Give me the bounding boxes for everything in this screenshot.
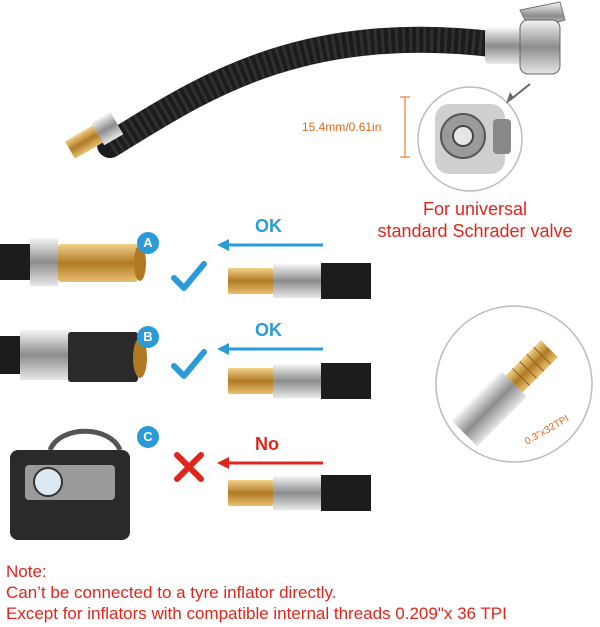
cross-icon — [174, 452, 204, 482]
hose-end-c — [228, 475, 371, 511]
check-icon — [171, 261, 207, 291]
adapter-a-image — [0, 238, 146, 286]
arrow-a — [217, 239, 323, 251]
badge-b: B — [137, 326, 159, 348]
label-b: OK — [255, 320, 282, 340]
label-c: No — [255, 434, 279, 454]
arrow-c — [217, 457, 323, 469]
arrow-b — [217, 343, 323, 355]
air-compressor-image — [10, 428, 130, 540]
pointer-arrow — [506, 83, 531, 104]
hose-end-a — [228, 263, 371, 299]
note-line-1: Can’t be connected to a tyre inflator di… — [6, 583, 337, 602]
hose-product-image — [65, 1, 566, 159]
valve-caption: For universal standard Schrader valve — [360, 198, 590, 242]
badge-a: A — [137, 232, 159, 254]
measurement-bracket — [400, 96, 410, 158]
note-line-2: Except for inflators with compatible int… — [6, 604, 507, 623]
measurement-label: 15.4mm/0.61in — [302, 120, 382, 134]
thread-detail-circle — [435, 305, 593, 463]
chuck-opening-detail — [417, 86, 523, 192]
caption-line-1: For universal — [422, 199, 528, 219]
badge-c: C — [137, 426, 159, 448]
caption-line-2: standard Schrader valve — [377, 221, 573, 241]
check-icon-b — [171, 349, 207, 379]
label-a: OK — [255, 216, 282, 236]
hose-end-b — [228, 363, 371, 399]
note-title: Note: — [6, 562, 47, 581]
adapter-b-image — [0, 330, 147, 382]
